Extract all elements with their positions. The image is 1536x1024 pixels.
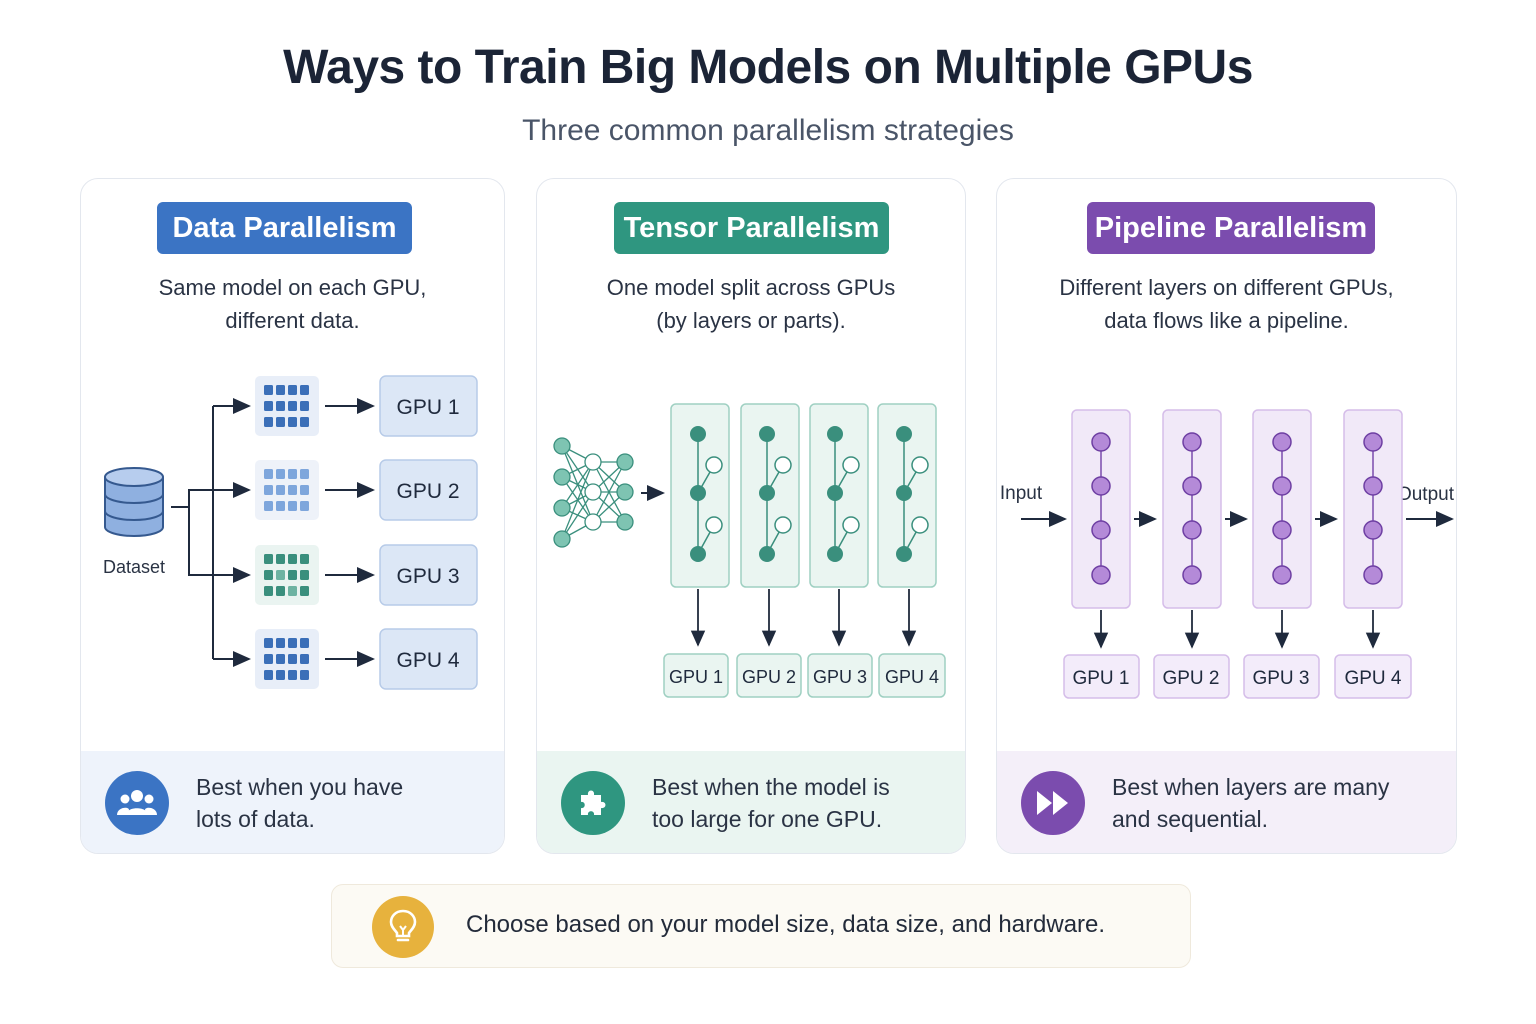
page-subtitle: Three common parallelism strategies — [522, 114, 1014, 147]
gpu-box: GPU 3 — [1243, 654, 1320, 699]
pipeline-parallelism-card: Pipeline Parallelism Different layers on… — [996, 178, 1457, 854]
tensor-parallelism-badge: Tensor Parallelism — [614, 202, 889, 254]
gpu-box: GPU 4 — [878, 653, 946, 698]
pipeline-parallelism-footer: Best when layers are many and sequential… — [997, 751, 1456, 853]
svg-text:GPU 3: GPU 3 — [396, 565, 459, 588]
tensor-parallelism-card: Tensor Parallelism One model split acros… — [536, 178, 966, 854]
tensor-parallelism-footer: Best when the model is too large for one… — [537, 751, 965, 853]
puzzle-icon — [561, 771, 625, 835]
tensor-shard-column — [877, 403, 937, 588]
pipeline-stage-column — [1162, 409, 1222, 609]
neural-network-icon — [553, 437, 634, 548]
gpu-box: GPU 3 — [807, 653, 873, 698]
users-icon — [105, 771, 169, 835]
gpu-box: GPU 2 — [1153, 654, 1230, 699]
pipeline-stage-column — [1343, 409, 1403, 609]
data-shard-1 — [255, 376, 319, 436]
svg-text:GPU 2: GPU 2 — [1162, 668, 1219, 689]
data-parallelism-footer: Best when you have lots of data. — [81, 751, 504, 853]
tensor-shard-column — [809, 403, 869, 588]
pipeline-parallelism-diagram: Input Output — [1000, 409, 1455, 699]
svg-text:GPU 1: GPU 1 — [669, 667, 723, 687]
data-shard-4 — [255, 629, 319, 689]
input-label: Input — [1000, 483, 1043, 504]
svg-text:GPU 4: GPU 4 — [885, 667, 939, 687]
gpu-box: GPU 4 — [379, 628, 478, 690]
svg-text:GPU 4: GPU 4 — [396, 649, 459, 672]
output-label: Output — [1397, 484, 1455, 505]
database-icon — [104, 467, 164, 537]
svg-text:GPU 2: GPU 2 — [396, 480, 459, 503]
data-parallelism-card: Data Parallelism Same model on each GPU,… — [80, 178, 505, 854]
tensor-shard-column — [670, 403, 730, 588]
pipeline-parallelism-badge: Pipeline Parallelism — [1087, 202, 1375, 254]
gpu-box: GPU 1 — [379, 375, 478, 437]
svg-text:GPU 1: GPU 1 — [1072, 668, 1129, 689]
data-parallelism-badge: Data Parallelism — [157, 202, 412, 254]
dataset-label: Dataset — [103, 557, 165, 577]
tip-banner: Choose based on your model size, data si… — [331, 884, 1191, 968]
svg-text:GPU 3: GPU 3 — [813, 667, 867, 687]
svg-text:GPU 1: GPU 1 — [396, 396, 459, 419]
tensor-shard-column — [740, 403, 800, 588]
data-shard-2 — [255, 460, 319, 520]
svg-text:GPU 4: GPU 4 — [1344, 668, 1401, 689]
tensor-parallelism-diagram: GPU 1 GPU 2 GPU 3 GPU 4 — [553, 403, 946, 698]
fast-forward-icon — [1021, 771, 1085, 835]
svg-text:GPU 3: GPU 3 — [1252, 668, 1309, 689]
pipeline-stage-column — [1071, 409, 1131, 609]
pipeline-parallelism-description: Different layers on different GPUs, data… — [1059, 275, 1394, 333]
page-title: Ways to Train Big Models on Multiple GPU… — [283, 41, 1253, 94]
data-shard-3 — [255, 545, 319, 605]
pipeline-stage-column — [1252, 409, 1312, 609]
tip-text: Choose based on your model size, data si… — [466, 911, 1106, 938]
tensor-parallelism-description: One model split across GPUs (by layers o… — [606, 275, 896, 333]
gpu-box: GPU 1 — [1063, 654, 1140, 699]
gpu-box: GPU 1 — [663, 653, 729, 698]
data-parallelism-diagram: Dataset — [103, 375, 478, 690]
gpu-box: GPU 2 — [736, 653, 802, 698]
gpu-box: GPU 4 — [1334, 654, 1412, 699]
data-parallelism-description: Same model on each GPU, different data. — [158, 275, 427, 333]
svg-text:GPU 2: GPU 2 — [742, 667, 796, 687]
lightbulb-icon — [372, 896, 434, 958]
gpu-box: GPU 2 — [379, 459, 478, 521]
gpu-box: GPU 3 — [379, 544, 478, 606]
